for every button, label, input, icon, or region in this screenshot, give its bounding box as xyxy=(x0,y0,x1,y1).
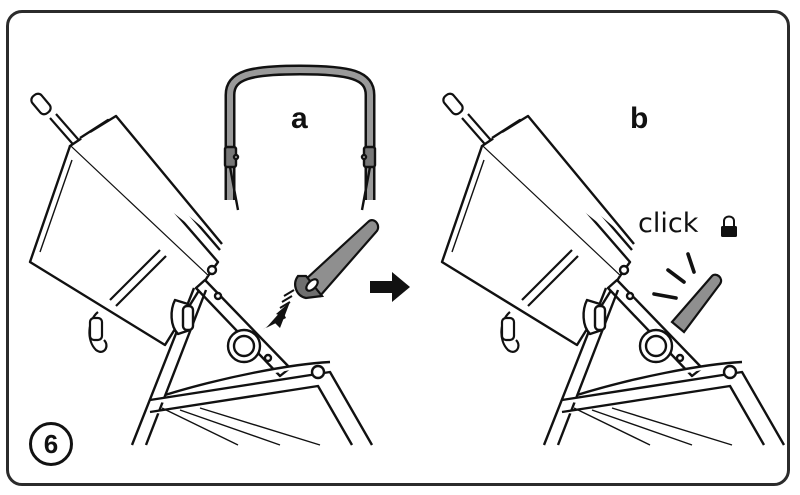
lock-icon xyxy=(721,215,737,237)
next-step-arrow-icon xyxy=(370,272,410,302)
stroller-right xyxy=(440,90,786,447)
step-number-badge: 6 xyxy=(29,422,73,466)
insert-arrow-icon xyxy=(262,302,290,330)
panel-a-label: a xyxy=(291,102,308,135)
click-burst-icon xyxy=(652,252,696,300)
inserted-connector-icon xyxy=(670,273,723,334)
bumper-bar-icon xyxy=(223,64,377,211)
step-number: 6 xyxy=(43,428,59,459)
connector-icon xyxy=(279,219,380,309)
panel-b-label: b xyxy=(630,102,649,135)
click-text: click xyxy=(638,208,699,239)
